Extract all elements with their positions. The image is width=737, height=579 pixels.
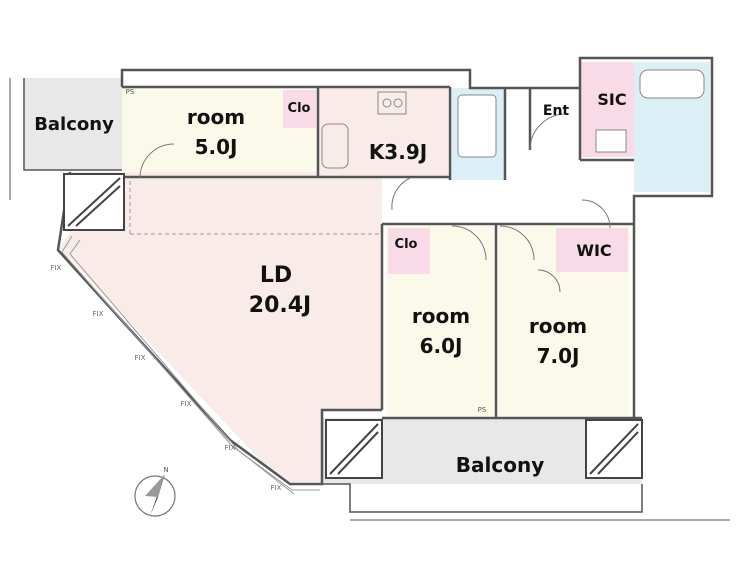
balcony-left-area (24, 78, 122, 170)
clo-b-area (388, 228, 430, 274)
fix-label-3: FIX (135, 354, 146, 362)
clo-a-area (283, 90, 316, 128)
room-a-size-label: 5.0J (195, 135, 238, 159)
room-a-name-label: room (187, 105, 245, 129)
compass-icon (134, 474, 176, 517)
window-lines (61, 180, 382, 495)
fix-label-6: FIX (271, 484, 282, 492)
entrance-area (530, 88, 578, 148)
clo-b-label: Clo (395, 237, 418, 252)
room-b-size-label: 6.0J (420, 334, 463, 358)
fix-label-1: FIX (51, 264, 62, 272)
kitchen-label: K3.9J (369, 140, 427, 164)
columns (63, 173, 643, 479)
sic-label: SIC (597, 90, 626, 109)
ps-bottom-label: PS (478, 406, 487, 414)
room-b-name-label: room (412, 304, 470, 328)
entrance-label: Ent (543, 103, 570, 119)
room-c-size-label: 7.0J (537, 344, 580, 368)
wic-label: WIC (576, 241, 611, 260)
labels: Balcony room 5.0J Clo K3.9J Ent SIC LD 2… (34, 88, 626, 492)
room-c-name-label: room (529, 314, 587, 338)
fix-label-2: FIX (93, 310, 104, 318)
fix-label-4: FIX (181, 400, 192, 408)
kitchen-fixtures (321, 69, 705, 169)
balcony-bottom-label: Balcony (456, 453, 544, 477)
ld-name-label: LD (260, 263, 292, 288)
balcony-left-label: Balcony (34, 114, 114, 135)
fix-label-5: FIX (225, 444, 236, 452)
ld-area (60, 172, 382, 482)
clo-a-label: Clo (288, 101, 311, 116)
compass-north-label: N (163, 466, 168, 474)
ps-top-label: PS (126, 88, 135, 96)
ld-size-label: 20.4J (249, 293, 311, 318)
walls (9, 56, 730, 521)
doors (139, 113, 611, 293)
wic-area (556, 228, 628, 272)
